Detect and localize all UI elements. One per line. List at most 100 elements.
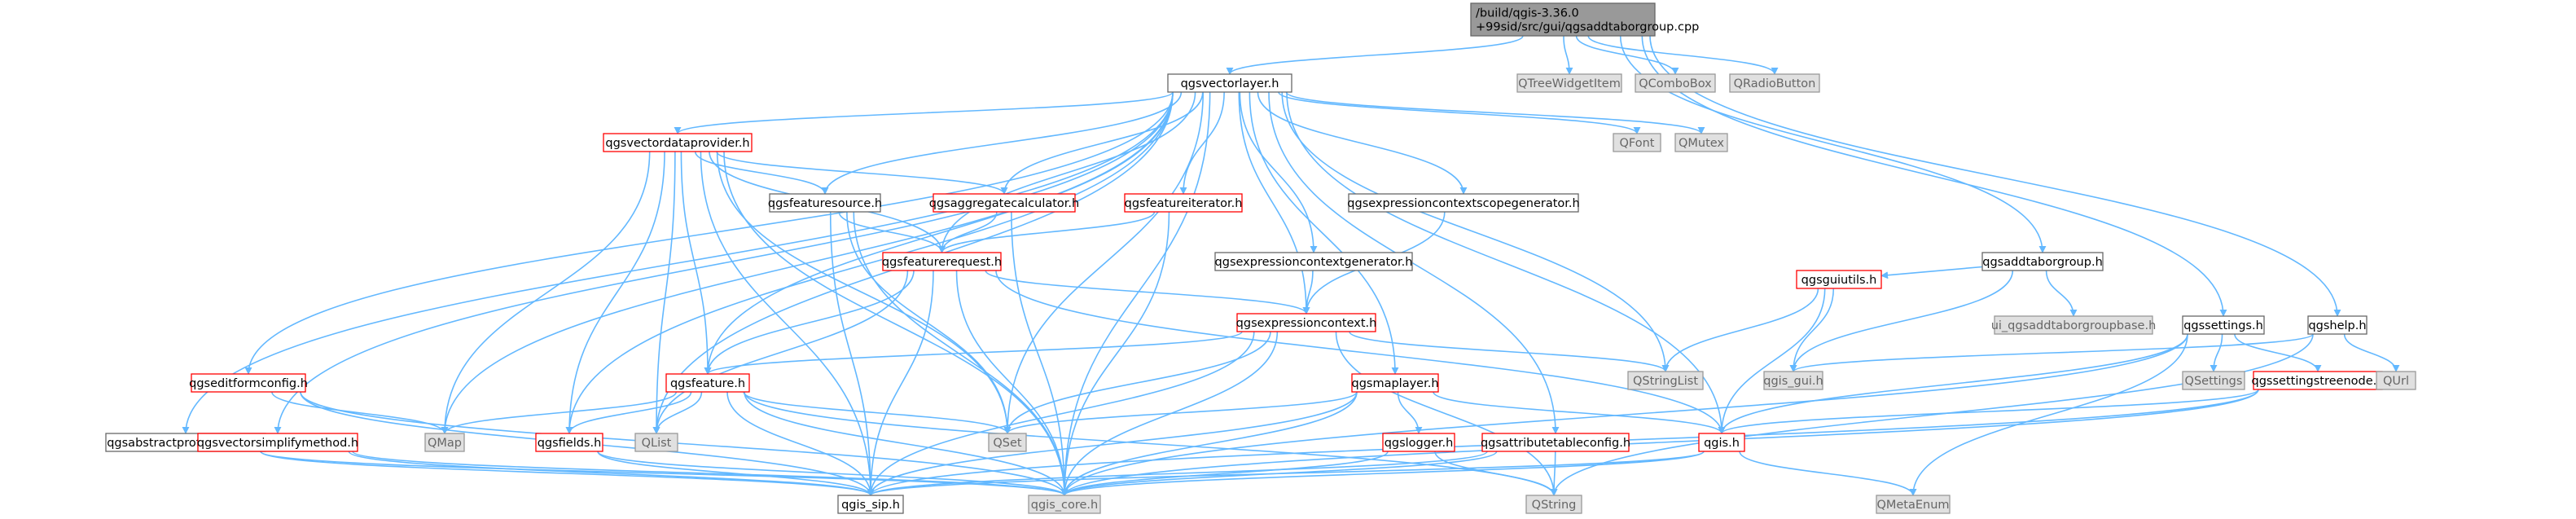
edge-qgsfields-to-qgis_core bbox=[597, 451, 1069, 496]
edge-qgsfeature-to-qgsfields bbox=[565, 391, 692, 434]
edge-qgsvectorlayer-to-qgsvectorsimplifymethod bbox=[274, 91, 1174, 434]
node-QRadioButton: QRadioButton bbox=[1729, 73, 1820, 93]
node-qgsvectorsimplifymethod[interactable]: qgsvectorsimplifymethod.h bbox=[197, 433, 358, 452]
edge-qgseditformconfig-to-qgis_core bbox=[300, 391, 1069, 496]
edge-qgsguiutils-to-QStringList bbox=[1661, 288, 1819, 372]
node-box-qgsvectordataprovider bbox=[603, 133, 753, 152]
edge-qgsvectorlayer-to-qgis bbox=[1286, 91, 1726, 434]
node-QMutex: QMutex bbox=[1674, 133, 1728, 152]
edge-qgssettings-to-QMetaEnum bbox=[1909, 333, 2188, 496]
nodes-layer: /build/qgis-3.36.0+99sid/src/gui/qgsaddt… bbox=[105, 2, 2416, 514]
node-box-QMutex bbox=[1674, 133, 1728, 152]
node-ui_qgsaddtaborgroupbase: ui_qgsaddtaborgroupbase.h bbox=[1991, 315, 2156, 335]
edge-qgsfeatureiterator-to-qgsfeaturerequest bbox=[938, 211, 1156, 253]
node-qgsaggregatecalculator[interactable]: qgsaggregatecalculator.h bbox=[929, 193, 1079, 213]
node-label-qgsattributetableconfig: qgsattributetableconfig.h bbox=[1481, 437, 1630, 450]
edge-qgsfeaturesource-to-qgsfeaturerequest bbox=[838, 211, 946, 253]
node-label-qgis_core: qgis_core.h bbox=[1031, 499, 1098, 512]
node-QList: QList bbox=[634, 433, 678, 452]
node-qgis_sip[interactable]: qgis_sip.h bbox=[837, 495, 904, 514]
node-label-qgssettings: qgssettings.h bbox=[2183, 319, 2263, 332]
edge-qgsexpressioncontext-to-qgis_sip bbox=[867, 331, 1255, 496]
node-qgsguiutils[interactable]: qgsguiutils.h bbox=[1796, 270, 1882, 289]
edge-qgslogger-to-QString bbox=[1434, 451, 1558, 496]
edge-qgsvectorlayer-to-QMutex bbox=[1285, 91, 1705, 134]
node-qgsvectorlayer[interactable]: qgsvectorlayer.h bbox=[1167, 73, 1292, 93]
node-label-QTreeWidgetItem: QTreeWidgetItem bbox=[1518, 77, 1621, 90]
edge-qgsfeaturerequest-to-qgis_sip bbox=[867, 270, 934, 496]
node-box-qgsmaplayer bbox=[1351, 373, 1439, 393]
node-box-qgsexpressioncontext bbox=[1236, 313, 1376, 332]
node-qgsmaplayer[interactable]: qgsmaplayer.h bbox=[1351, 373, 1439, 393]
node-QStringList: QStringList bbox=[1627, 371, 1704, 390]
edge-qgsfeaturerequest-to-qgsfeature bbox=[704, 270, 915, 375]
node-qgsexpressioncontext[interactable]: qgsexpressioncontext.h bbox=[1236, 313, 1377, 332]
edge-qgsfeature-to-QMap bbox=[441, 391, 678, 434]
node-QString: QString bbox=[1525, 495, 1582, 514]
edge-qgsvectorlayer-to-qgis_core bbox=[1060, 91, 1211, 496]
edge-qgsexpressioncontext-to-QStringList bbox=[1349, 331, 1670, 372]
node-box-qgseditformconfig bbox=[191, 373, 306, 393]
node-QSettings: QSettings bbox=[2182, 371, 2245, 390]
node-QComboBox: QComboBox bbox=[1635, 73, 1716, 93]
node-label-qgsvectordataprovider: qgsvectordataprovider.h bbox=[605, 137, 749, 150]
node-label-qgsexpressioncontext: qgsexpressioncontext.h bbox=[1236, 317, 1377, 330]
node-box-QList bbox=[634, 433, 678, 452]
node-qgsaddtaborgroup[interactable]: qgsaddtaborgroup.h bbox=[1981, 252, 2104, 271]
edge-qgsvectorlayer-to-qgsfeaturesource bbox=[821, 91, 1183, 195]
edge-qgsfeaturerequest-to-qgis bbox=[995, 270, 1726, 434]
node-qgsfeature[interactable]: qgsfeature.h bbox=[665, 373, 750, 393]
node-qgsvectordataprovider[interactable]: qgsvectordataprovider.h bbox=[603, 133, 753, 152]
node-box-root bbox=[1470, 2, 1656, 37]
node-label-qgssettingstreenode: qgssettingstreenode.h bbox=[2252, 375, 2385, 388]
edge-qgsvectorlayer-to-qgsaggregatecalculator bbox=[1000, 91, 1204, 195]
node-qgsfeaturesource[interactable]: qgsfeaturesource.h bbox=[768, 193, 882, 213]
edge-qgis-to-QMetaEnum bbox=[1739, 451, 1917, 496]
edge-qgsvectordataprovider-to-qgis_core bbox=[723, 151, 1069, 496]
node-qgsfeaturerequest[interactable]: qgsfeaturerequest.h bbox=[882, 252, 1002, 271]
node-box-qgsfields bbox=[535, 433, 603, 452]
node-qgssettingstreenode[interactable]: qgssettingstreenode.h bbox=[2252, 371, 2385, 390]
node-qgsexpressioncontextscopegenerator[interactable]: qgsexpressioncontextscopegenerator.h bbox=[1347, 193, 1580, 213]
node-box-QSettings bbox=[2182, 371, 2245, 390]
node-box-qgsexpressioncontextscopegenerator bbox=[1348, 193, 1579, 213]
edge-qgsvectorlayer-to-qgsfeaturerequest bbox=[938, 91, 1196, 253]
node-box-qgsfeature bbox=[665, 373, 750, 393]
node-root[interactable]: /build/qgis-3.36.0+99sid/src/gui/qgsaddt… bbox=[1470, 2, 1699, 37]
edge-qgsvectorlayer-to-qgseditformconfig bbox=[244, 91, 1174, 375]
node-qgslogger[interactable]: qgslogger.h bbox=[1382, 433, 1455, 452]
edge-qgsvectorlayer-to-qgsfeatureiterator bbox=[1179, 91, 1225, 195]
edge-qgsvectorlayer-to-QSet bbox=[1003, 91, 1205, 434]
edge-qgsfields-to-qgis_sip bbox=[597, 451, 875, 496]
node-box-qgsvectorlayer bbox=[1167, 73, 1292, 93]
edge-qgsvectordataprovider-to-qgsaggregatecalculator bbox=[716, 151, 1008, 195]
node-box-QStringList bbox=[1627, 371, 1704, 390]
edge-qgsfeatureiterator-to-qgis_core bbox=[1060, 211, 1170, 496]
edge-qgsfeature-to-qgis_core bbox=[744, 391, 1069, 496]
node-box-qgsexpressioncontextgenerator bbox=[1214, 252, 1413, 271]
edge-qgssettings-to-qgssettingstreenode bbox=[2234, 333, 2322, 372]
node-qgseditformconfig[interactable]: qgseditformconfig.h bbox=[189, 373, 308, 393]
node-qgssettings[interactable]: qgssettings.h bbox=[2182, 315, 2265, 335]
node-label-QUrl: QUrl bbox=[2383, 375, 2409, 388]
node-qgshelp[interactable]: qgshelp.h bbox=[2307, 315, 2368, 335]
node-qgsattributetableconfig[interactable]: qgsattributetableconfig.h bbox=[1481, 433, 1630, 452]
edge-qgsvectorlayer-to-qgsfields bbox=[565, 91, 1174, 434]
node-label-qgshelp: qgshelp.h bbox=[2308, 319, 2366, 332]
node-box-qgsfeatureiterator bbox=[1124, 193, 1243, 213]
node-label-QMutex: QMutex bbox=[1679, 137, 1724, 150]
node-box-qgis_gui bbox=[1763, 371, 1823, 390]
node-label-QList: QList bbox=[642, 437, 672, 450]
node-label-qgsaggregatecalculator: qgsaggregatecalculator.h bbox=[929, 197, 1079, 210]
node-qgsfields[interactable]: qgsfields.h bbox=[535, 433, 603, 452]
node-label-QFont: QFont bbox=[1620, 137, 1655, 150]
edge-qgsattributetableconfig-to-qgis_sip bbox=[867, 451, 1488, 496]
node-qgsfeatureiterator[interactable]: qgsfeatureiterator.h bbox=[1124, 193, 1243, 213]
node-label-qgsvectorsimplifymethod: qgsvectorsimplifymethod.h bbox=[197, 437, 358, 450]
node-qgsexpressioncontextgenerator[interactable]: qgsexpressioncontextgenerator.h bbox=[1214, 252, 1413, 271]
edge-qgsexpressioncontext-to-QSet bbox=[1003, 331, 1271, 434]
node-label-qgis: qgis.h bbox=[1704, 437, 1740, 450]
edge-qgslogger-to-qgis_core bbox=[1060, 451, 1389, 496]
node-box-qgsaggregatecalculator bbox=[933, 193, 1076, 213]
node-qgis[interactable]: qgis.h bbox=[1698, 433, 1745, 452]
